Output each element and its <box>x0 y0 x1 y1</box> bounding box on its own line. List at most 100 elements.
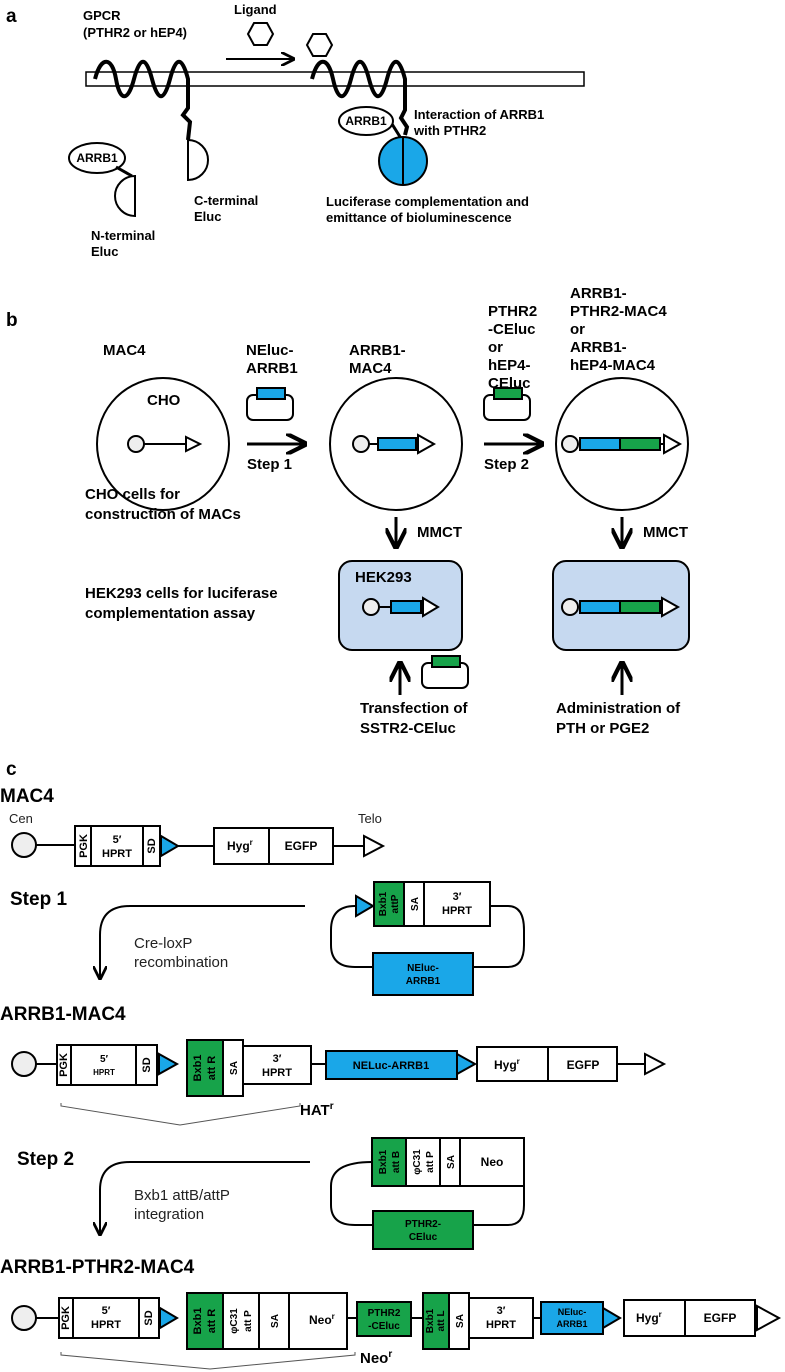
final-mac-label-4: ARRB1- <box>570 339 627 356</box>
hprt3-label-2: HPRT <box>262 1067 292 1079</box>
hprt3-block <box>242 1045 312 1085</box>
neor-label: Neor <box>309 1312 335 1327</box>
hprt5-label: 5′ <box>113 834 122 846</box>
neluc-arrb1-gene <box>579 437 621 451</box>
gpcr-helices-right <box>310 59 410 136</box>
centromere-icon <box>561 598 579 616</box>
neluc-arrb1-gene <box>377 437 417 451</box>
cre-label: Cre-loxP <box>134 935 192 952</box>
hat-label: HATr <box>300 1101 334 1119</box>
hprt3-label-2: HPRT <box>442 905 472 917</box>
attr-label: att R <box>206 1056 218 1081</box>
hep4-ceeluc-label: hEP4- <box>488 357 531 374</box>
hprt3-label: 3′ <box>453 891 462 903</box>
transfection-label: Transfection of <box>360 700 469 717</box>
step1-plasmid-loop <box>330 905 525 968</box>
c-terminal-label-2: Eluc <box>194 209 221 224</box>
neluc-arrb1-gene <box>390 600 422 614</box>
luciferase-label-2: emittance of bioluminescence <box>326 210 512 225</box>
pgk-label: PGK <box>58 1053 70 1077</box>
mac4-label: MAC4 <box>103 342 146 359</box>
step1-c-label: Step 1 <box>10 889 67 910</box>
pthr2-ceeluc-label-3: or <box>488 339 503 356</box>
bxb1-int-label-2: integration <box>134 1206 204 1223</box>
hek-cells-label-2: complementation assay <box>85 605 256 622</box>
bxb1-attr-block <box>186 1039 224 1097</box>
centromere-icon <box>11 1051 37 1077</box>
attp-label: att P <box>425 1151 436 1173</box>
neor-bottom-label: Neor <box>360 1349 392 1367</box>
arrb1-mac4-label: ARRB1- <box>349 342 406 359</box>
transfection-label-2: SSTR2-CEluc <box>360 720 456 737</box>
centromere-icon <box>352 435 370 453</box>
sa-label: SA <box>270 1314 281 1328</box>
arrb1mac4-hprt5-block <box>56 1044 158 1086</box>
neluc-arrb1-label: NELuc-ARRB1 <box>353 1060 429 1072</box>
ligand-hexagon-bound <box>305 33 334 57</box>
final-mac-label-5: hEP4-MAC4 <box>570 357 656 374</box>
interaction-label: Interaction of ARRB1 <box>414 107 544 122</box>
neluc-label-2: ARRB1 <box>406 976 441 987</box>
bxb1-label: Bxb1 <box>192 1055 204 1082</box>
step1-curve-arrow <box>100 905 305 977</box>
neluc-arrb1-gene <box>325 1050 458 1080</box>
neo-label: Neo <box>481 1155 504 1169</box>
telo-label: Telo <box>358 811 382 826</box>
loxp-triangle <box>159 1306 179 1330</box>
bxb1-attp-block <box>373 881 405 927</box>
sa-block <box>258 1292 290 1350</box>
centromere-icon <box>11 832 37 858</box>
c-terminal-eluc-shape <box>187 138 209 182</box>
gpcr-label: GPCR <box>83 8 121 23</box>
cen-label: Cen <box>9 811 33 826</box>
attb-label: att B <box>391 1151 402 1173</box>
telomere-icon <box>185 435 203 453</box>
pthr2-celuc-gene <box>619 600 661 614</box>
sd-label: SD <box>141 1057 153 1072</box>
mmct-left-label: MMCT <box>417 524 462 541</box>
centromere-icon <box>11 1305 37 1331</box>
neor-bracket <box>60 1352 356 1370</box>
hprt3-label: 3′ <box>273 1053 282 1065</box>
telomere-icon <box>417 433 437 455</box>
hprt5-label: 5′ <box>102 1305 111 1317</box>
pgk-label: PGK <box>60 1306 72 1330</box>
neluc-arrb1-block <box>372 952 474 996</box>
hprt3-block <box>468 1297 534 1339</box>
plasmid-blue-cassette <box>256 387 286 400</box>
loxp-triangle <box>160 834 180 858</box>
plasmid-green-cassette <box>493 387 523 400</box>
loxp-triangle <box>602 1306 622 1330</box>
gpcr-helices-left <box>93 59 193 141</box>
pthr2-label-2: -CEluc <box>368 1321 400 1332</box>
egfp-label: EGFP <box>704 1311 737 1325</box>
mmct-right-label: MMCT <box>643 524 688 541</box>
n-terminal-eluc-shape <box>114 174 136 218</box>
arrb1-right-label: ARRB1 <box>345 114 387 128</box>
pthr2-celuc-gene <box>619 437 661 451</box>
phic31-label: φC31 <box>412 1149 423 1175</box>
cre-label-2: recombination <box>134 954 228 971</box>
hek293-label: HEK293 <box>355 569 412 586</box>
pthr2-celuc-block <box>372 1210 474 1250</box>
loxp-triangle <box>158 1052 180 1076</box>
egfp-label: EGFP <box>567 1058 600 1072</box>
pthr2-label: PTHR2- <box>405 1219 441 1230</box>
bxb1-attl-block <box>422 1292 450 1350</box>
bxb1-label: Bxb1 <box>378 891 389 916</box>
telomere-icon <box>644 1052 667 1076</box>
arrb1-mac4-title: ARRB1-MAC4 <box>0 1004 126 1025</box>
hyg-label: Hygr <box>227 838 253 853</box>
sa-label: SA <box>455 1314 466 1328</box>
sd-label: SD <box>143 1310 155 1325</box>
neluc-arrb1-label-2: ARRB1 <box>246 360 298 377</box>
attp-label: att P <box>243 1310 254 1332</box>
telomere-icon <box>661 596 681 618</box>
neor-block <box>288 1292 348 1350</box>
hek-cells-label: HEK293 cells for luciferase <box>85 585 278 602</box>
loxp-triangle <box>456 1052 478 1076</box>
mac4-title: MAC4 <box>0 786 54 807</box>
n-terminal-label-2: Eluc <box>91 244 118 259</box>
loxp-triangle <box>355 894 375 918</box>
